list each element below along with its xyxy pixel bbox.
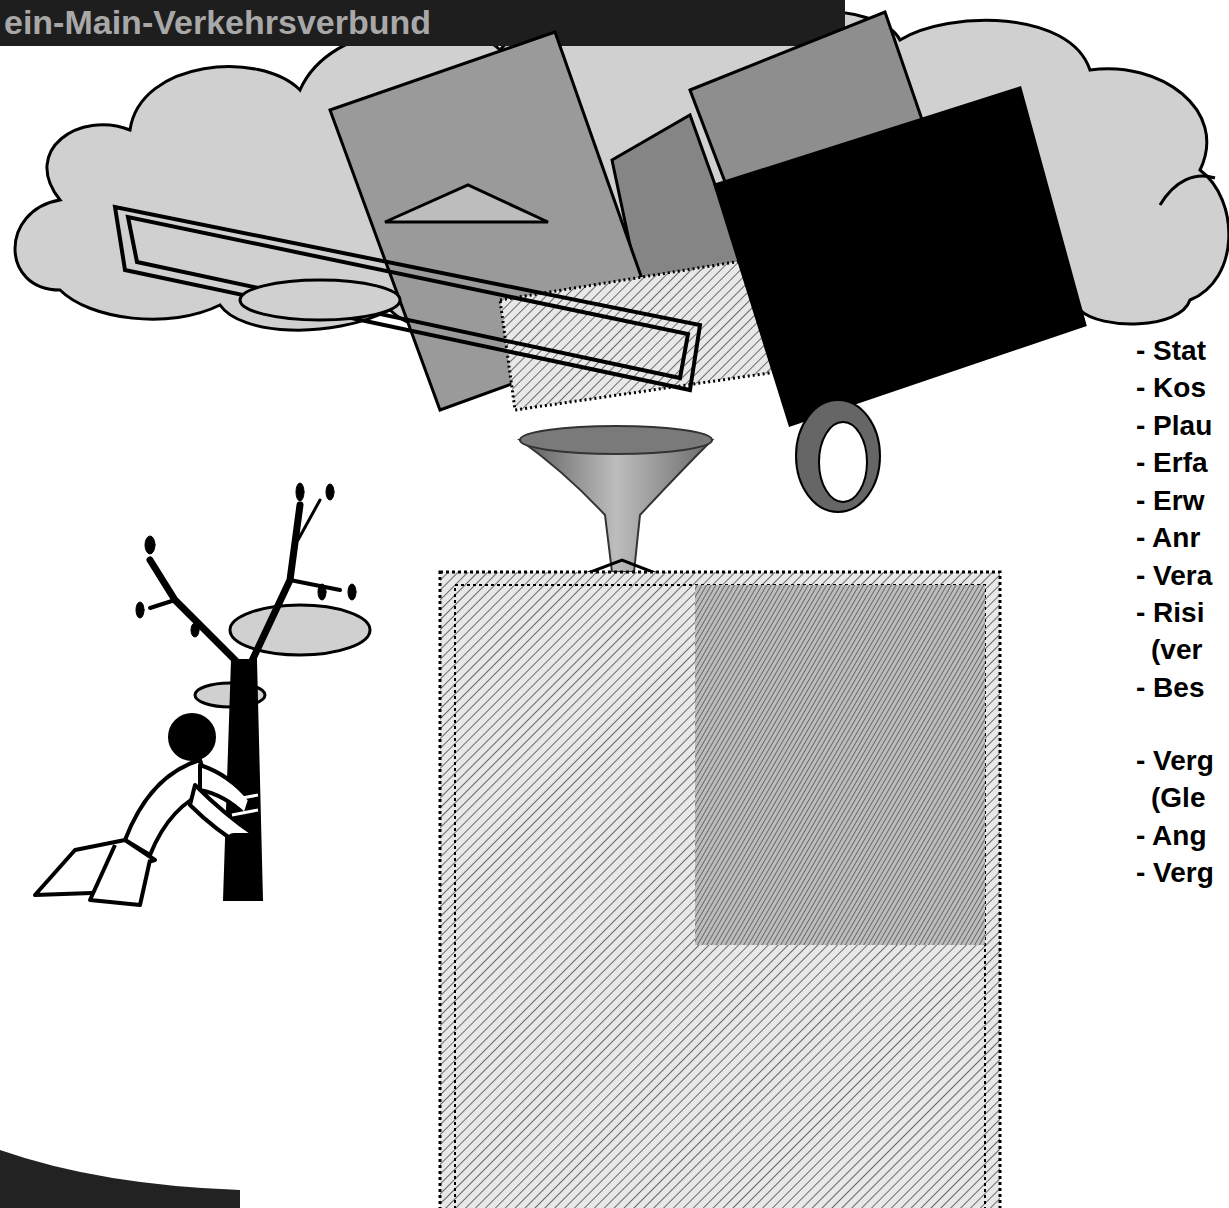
title-bar <box>0 0 845 46</box>
cloud-curl <box>1160 176 1215 205</box>
list-item: - Erfa <box>1136 444 1229 481</box>
black-block <box>715 88 1085 425</box>
dense-area <box>695 585 985 945</box>
triangle <box>385 185 548 222</box>
list-item: - Verg <box>1136 854 1229 891</box>
list-item: - Vera <box>1136 557 1229 594</box>
list-item: - Risi (ver <box>1136 594 1229 668</box>
double-frame <box>115 207 700 390</box>
list-item: - Verg (Gle <box>1136 742 1229 816</box>
funnel <box>520 440 712 572</box>
list-item: - Bes <box>1136 669 1229 706</box>
list-item: - Kos <box>1136 369 1229 406</box>
thought-bubble <box>240 280 400 320</box>
kneeling-person <box>35 715 258 905</box>
list-item: - Erw <box>1136 482 1229 519</box>
double-frame <box>128 217 688 378</box>
funnel-rim <box>520 426 712 454</box>
slide-title: ein-Main-Verkehrsverbund <box>4 2 431 42</box>
list-item: - Plau <box>1136 407 1229 444</box>
list-item: - Ang <box>1136 817 1229 854</box>
list-item: - Anr <box>1136 519 1229 556</box>
funnel-handle <box>796 400 880 512</box>
list-item: - Stat <box>1136 332 1229 369</box>
thought-bubble <box>230 605 370 655</box>
corner-swoosh <box>0 1150 240 1208</box>
tree <box>136 483 356 900</box>
funnel-handle <box>819 422 867 502</box>
title-bar <box>0 0 845 46</box>
hatched-area <box>440 572 1000 1208</box>
hatched-area <box>455 585 985 1208</box>
